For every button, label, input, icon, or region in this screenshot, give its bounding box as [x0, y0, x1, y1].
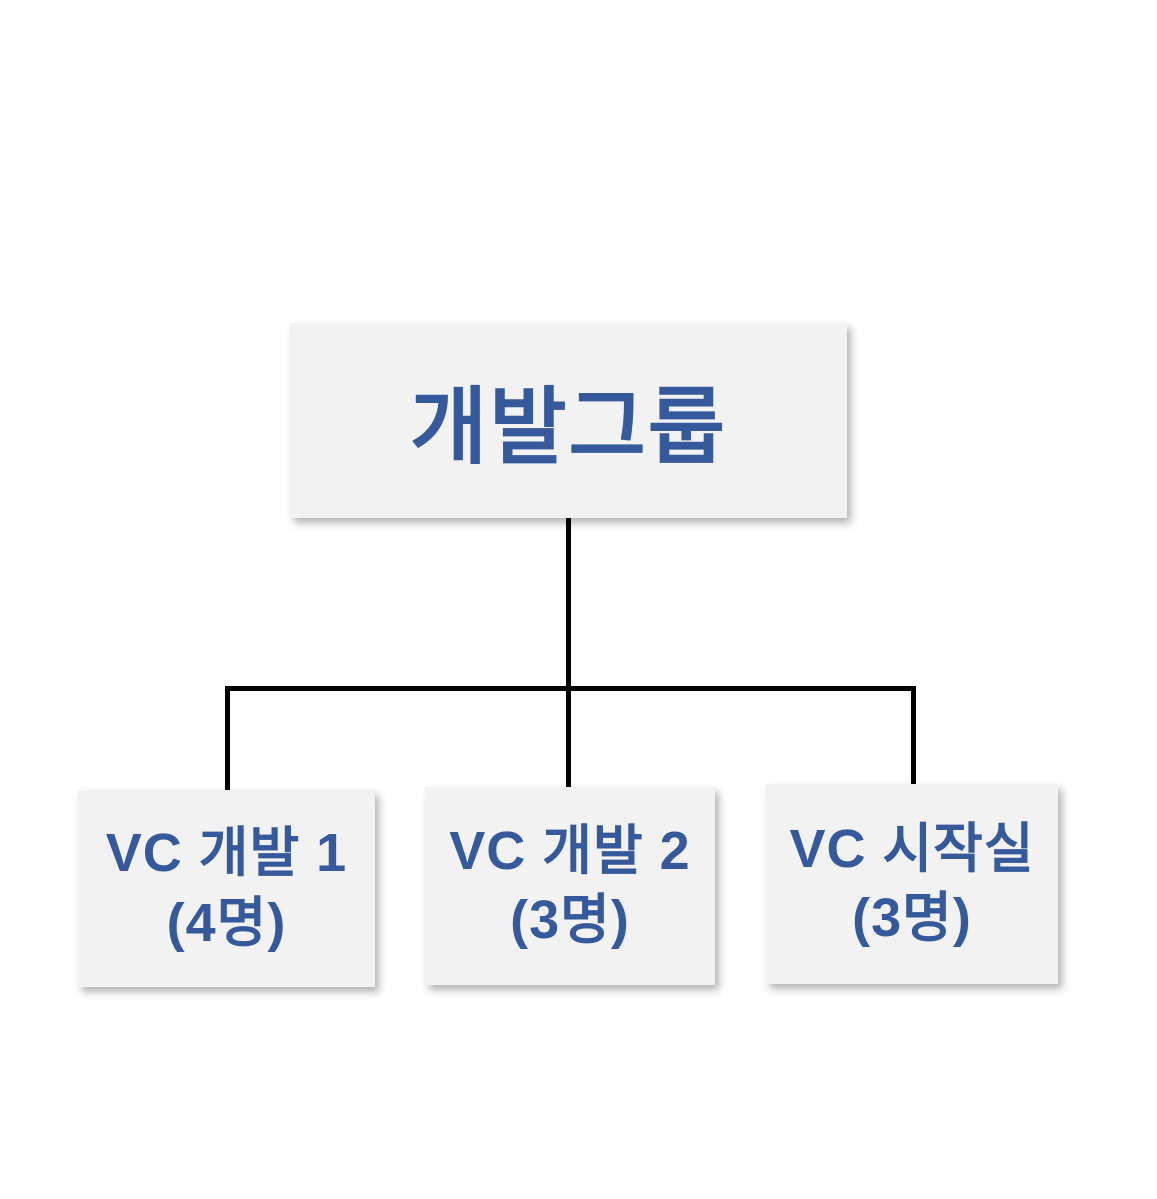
org-node-vc-workroom-headcount: (3명) — [852, 888, 972, 948]
connector-root-stem — [566, 518, 571, 691]
org-node-vc-dev-2-headcount: (3명) — [510, 890, 630, 950]
org-node-vc-workroom-label: VC 시작실 — [789, 818, 1035, 879]
org-node-vc-workroom: VC 시작실 (3명) — [766, 784, 1058, 984]
org-node-root: 개발그룹 — [290, 323, 847, 518]
org-node-vc-dev-1: VC 개발 1 (4명) — [78, 790, 375, 987]
org-node-root-label: 개발그룹 — [409, 380, 728, 474]
connector-drop-right — [911, 686, 916, 785]
connector-drop-middle — [566, 686, 571, 787]
org-node-vc-dev-1-label: VC 개발 1 — [105, 823, 348, 884]
org-node-vc-dev-2-label: VC 개발 2 — [449, 820, 691, 881]
connector-drop-left — [225, 686, 230, 790]
org-node-vc-dev-2: VC 개발 2 (3명) — [425, 787, 715, 985]
org-node-vc-dev-1-headcount: (4명) — [166, 892, 287, 953]
